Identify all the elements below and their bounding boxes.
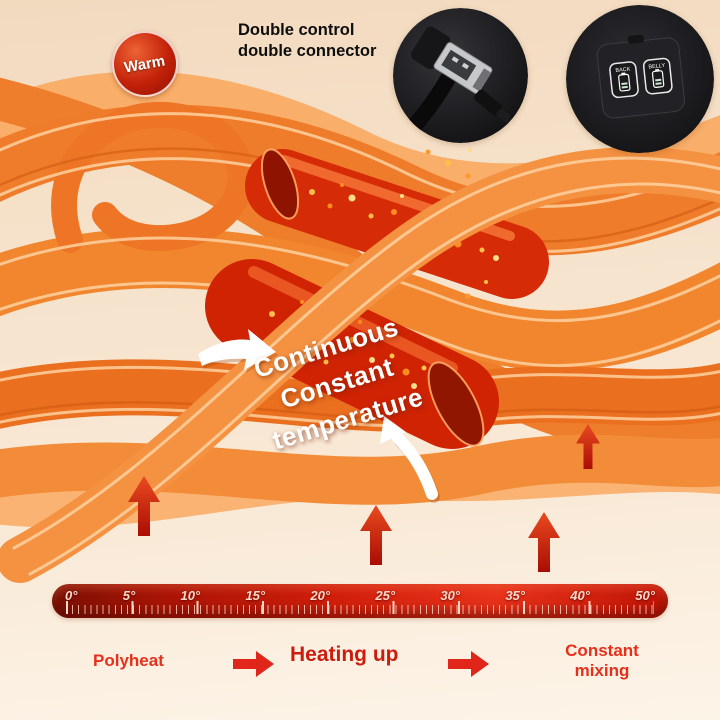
- fiber-strand-over: [0, 147, 720, 583]
- scale-major-ticks: [66, 601, 654, 614]
- up-arrow: [360, 505, 392, 565]
- usb-plug: [411, 26, 493, 94]
- scale-label: 30°: [440, 588, 461, 603]
- scale-label: 20°: [310, 588, 331, 603]
- scale-label: 25°: [375, 588, 396, 603]
- scale-label: 15°: [245, 588, 266, 603]
- belly-button: BELLY: [642, 57, 673, 95]
- scale-label: 0°: [65, 588, 78, 603]
- controller-photo: BACK BELLY: [566, 5, 714, 153]
- up-arrow: [528, 512, 560, 572]
- title-line-2: double connector: [238, 42, 377, 60]
- scale-label: 35°: [505, 588, 525, 603]
- usb-connector-illustration: [393, 8, 528, 143]
- temperature-scale-labels: 0° 5° 10° 15° 20° 25° 30° 35° 40° 50°: [65, 588, 655, 603]
- title-line-1: Double control: [238, 21, 355, 39]
- process-step-constant-mixing: Constant mixing: [536, 641, 668, 681]
- belly-button-label: BELLY: [648, 63, 666, 71]
- controller-illustration: BACK BELLY: [566, 5, 714, 153]
- temperature-scale: 0° 5° 10° 15° 20° 25° 30° 35° 40° 50°: [52, 584, 668, 618]
- constant-mixing-line-1: Constant: [565, 641, 639, 660]
- process-step-polyheat: Polyheat: [93, 651, 164, 670]
- scale-label: 40°: [570, 588, 590, 603]
- white-arrow-curved: [380, 416, 440, 503]
- process-step-heating-up: Heating up: [290, 643, 399, 666]
- right-arrow-icon: [233, 651, 274, 677]
- usb-connector-photo: [393, 8, 528, 143]
- page-title: Double control double connector: [238, 20, 376, 62]
- constant-mixing-line-2: mixing: [574, 661, 630, 680]
- scale-label: 10°: [180, 588, 201, 603]
- back-button: BACK: [609, 61, 639, 99]
- white-arrow-left: [198, 329, 278, 373]
- warm-badge-label: Warm: [123, 52, 167, 76]
- controller-body: BACK BELLY: [596, 34, 685, 119]
- warm-badge: Warm: [112, 31, 178, 97]
- scale-label: 5°: [122, 588, 136, 603]
- back-button-label: BACK: [615, 66, 631, 74]
- scale-label: 50°: [635, 588, 655, 603]
- right-arrow-icon: [448, 651, 489, 677]
- dc-plug: [474, 89, 511, 123]
